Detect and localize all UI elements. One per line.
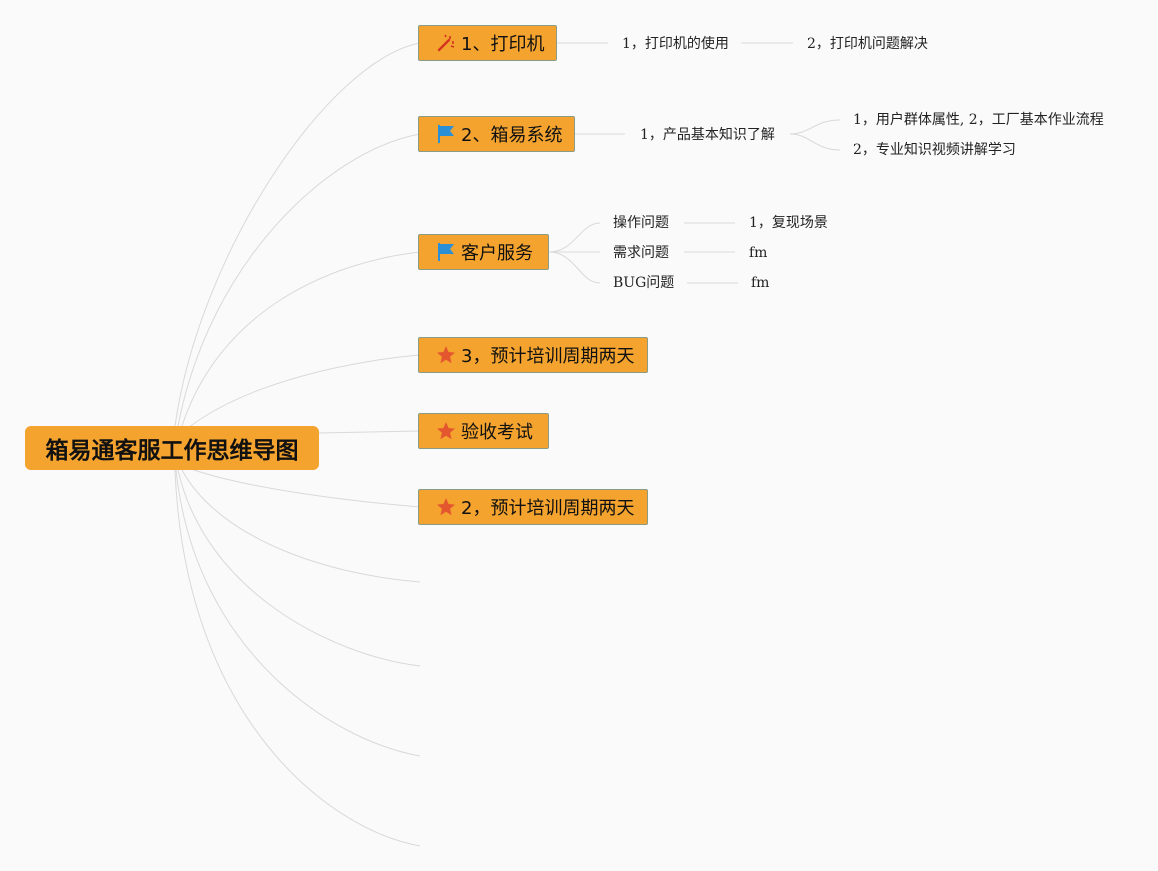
system-child-product-knowledge[interactable]: 1，产品基本知识了解 [640,127,775,143]
printer-child-usage[interactable]: 1，打印机的使用 [622,36,729,52]
topic-printer-label: 1、打印机 [461,34,545,55]
service-operation-sub[interactable]: 1，复现场景 [749,215,828,231]
topic-exam-label: 验收考试 [461,422,533,443]
star-icon [435,344,457,366]
topic-training-3-label: 3，预计培训周期两天 [461,346,635,367]
flag-icon [435,123,457,145]
topic-system[interactable]: 2、箱易系统 [418,116,575,152]
service-child-bug[interactable]: BUG问题 [613,275,675,291]
star-icon [435,496,457,518]
topic-service-label: 客户服务 [461,243,533,264]
topic-training-3[interactable]: 3，预计培训周期两天 [418,337,648,373]
flag-icon [435,241,457,263]
topic-exam[interactable]: 验收考试 [418,413,549,449]
system-grandchild-video-learning[interactable]: 2，专业知识视频讲解学习 [853,142,1016,158]
service-child-operation[interactable]: 操作问题 [613,215,669,231]
topic-printer[interactable]: 1、打印机 [418,25,557,61]
topic-training-2[interactable]: 2，预计培训周期两天 [418,489,648,525]
root-topic[interactable]: 箱易通客服工作思维导图 [25,426,319,470]
magic-wand-icon [435,32,457,54]
topic-system-label: 2、箱易系统 [461,125,563,146]
topic-training-2-label: 2，预计培训周期两天 [461,498,635,519]
system-grandchild-user-attributes[interactable]: 1，用户群体属性, 2，工厂基本作业流程 [853,112,1104,128]
service-bug-sub[interactable]: fm [751,275,770,291]
service-requirement-sub[interactable]: fm [749,245,768,261]
printer-child-troubleshoot[interactable]: 2，打印机问题解决 [807,36,928,52]
service-child-requirement[interactable]: 需求问题 [613,245,669,261]
root-topic-label: 箱易通客服工作思维导图 [45,438,299,464]
topic-service[interactable]: 客户服务 [418,234,549,270]
star-icon [435,420,457,442]
